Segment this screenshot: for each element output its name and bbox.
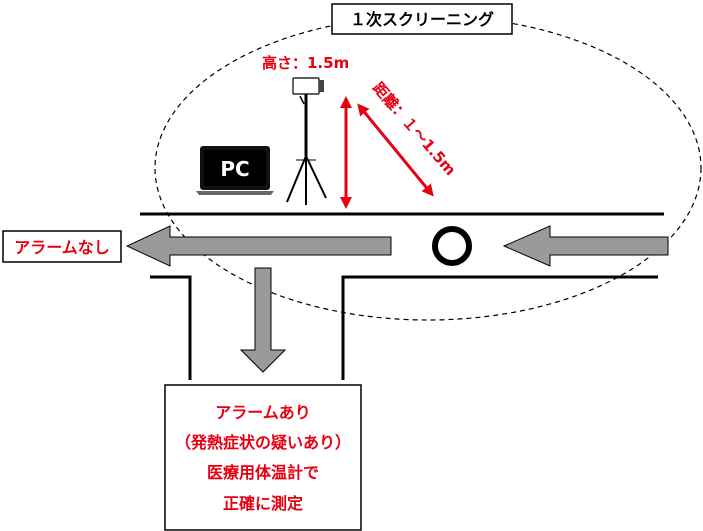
- thermal-camera-icon: [292, 77, 324, 95]
- exit-arrow-alarm: [239, 267, 287, 373]
- flow-arrows: [125, 225, 669, 373]
- title-text: １次スクリーニング: [350, 10, 494, 29]
- alarm-line-2: （発熱症状の疑いあり）: [175, 433, 351, 452]
- alarm-line-3: 医療用体温計で: [207, 463, 319, 482]
- pc-label: PC: [220, 157, 249, 181]
- corridor-walls: [140, 212, 664, 380]
- tripod-icon: [286, 94, 327, 205]
- no-alarm-box: アラームなし: [2, 230, 122, 263]
- laptop-icon: PC: [196, 146, 274, 195]
- title-box: １次スクリーニング: [331, 3, 513, 35]
- distance-arrow: [357, 103, 434, 197]
- height-label: 高さ：1.5m: [262, 54, 349, 72]
- person-marker-icon: [432, 226, 472, 266]
- no-alarm-label: アラームなし: [14, 238, 110, 257]
- alarm-line-4: 正確に測定: [223, 494, 303, 513]
- incoming-arrow: [502, 225, 669, 267]
- alarm-box: アラームあり （発熱症状の疑いあり） 医療用体温計で 正確に測定: [164, 384, 362, 531]
- distance-label: 距離：１～1.5m: [369, 79, 459, 179]
- exit-arrow-no-alarm: [125, 225, 392, 267]
- alarm-line-1: アラームあり: [215, 403, 311, 422]
